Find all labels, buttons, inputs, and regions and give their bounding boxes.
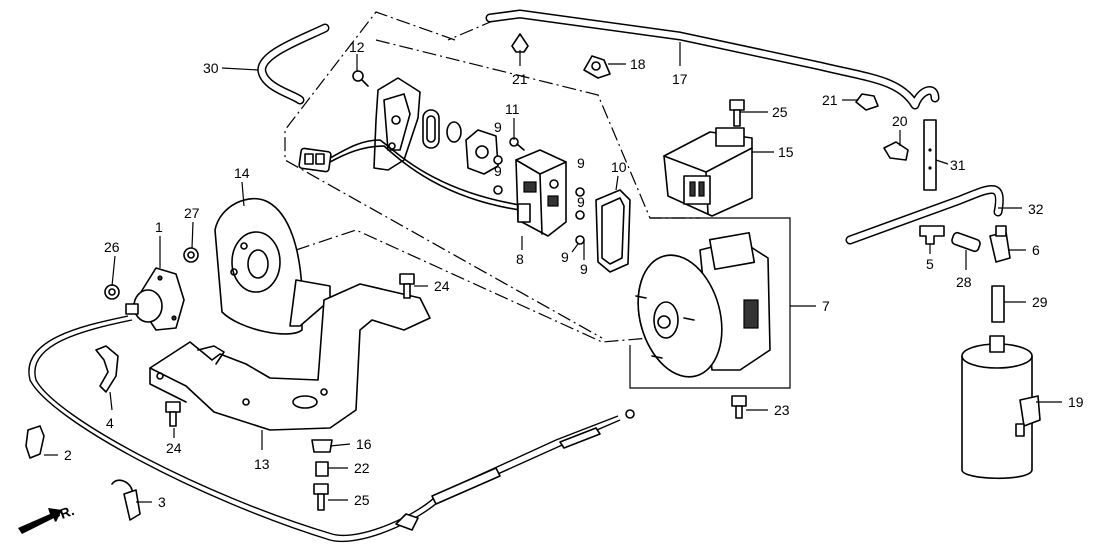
callout-7: 7 [822, 298, 830, 314]
callout-7-bracket [629, 217, 791, 389]
group-outline-upper [284, 11, 603, 339]
callout-32: 32 [1028, 201, 1044, 217]
callout-21-top: 21 [512, 71, 528, 87]
callout-9-e: 9 [561, 249, 569, 265]
callout-25-upper: 25 [772, 104, 788, 120]
callout-1: 1 [155, 219, 163, 235]
group-outline-lower [295, 229, 651, 343]
canister-19 [961, 335, 1041, 480]
screw-11 [509, 137, 525, 151]
wire-harness [329, 139, 521, 211]
callout-20: 20 [892, 113, 908, 129]
callout-9-a: 9 [494, 119, 502, 135]
clip-21-top [511, 33, 529, 53]
callout-13: 13 [254, 456, 270, 472]
callout-labels: 30 12 21 18 17 25 21 11 9 9 9 9 9 9 10 1… [64, 39, 1084, 510]
callout-6: 6 [1032, 242, 1040, 258]
front-direction-arrow: FR. [18, 502, 76, 534]
clip-4 [95, 345, 119, 393]
bolt-24-upper [399, 273, 415, 299]
hose-29 [991, 285, 1005, 323]
bolt-25-upper [729, 99, 745, 127]
callout-9-d: 9 [577, 194, 585, 210]
callout-24-lower: 24 [166, 440, 182, 456]
callout-27: 27 [184, 205, 200, 221]
callout-17: 17 [672, 71, 688, 87]
callout-31: 31 [950, 157, 966, 173]
callout-18: 18 [630, 56, 646, 72]
callout-28: 28 [956, 274, 972, 290]
callout-16: 16 [356, 436, 372, 452]
nut-27 [183, 247, 199, 263]
callout-14: 14 [234, 165, 250, 181]
bracket-13 [149, 283, 431, 431]
callout-12: 12 [349, 39, 365, 55]
callout-23: 23 [774, 402, 790, 418]
callout-5: 5 [926, 256, 934, 272]
plate-14 [214, 197, 331, 335]
hose-28 [951, 231, 981, 253]
solenoid-valve-8 [515, 149, 567, 237]
gasket-10 [595, 189, 631, 273]
callout-9-f: 9 [580, 261, 588, 277]
gasket-oval [422, 109, 440, 149]
callout-19: 19 [1068, 394, 1084, 410]
leader-lines [44, 42, 1062, 503]
clip-21-right [855, 93, 879, 111]
vacuum-line-17 [485, 9, 940, 110]
clip-20 [883, 141, 909, 161]
callout-30: 30 [203, 60, 219, 76]
clamp-3 [111, 479, 141, 521]
callout-15: 15 [778, 144, 794, 160]
screw-12 [352, 70, 369, 87]
hose-32 [845, 185, 1004, 245]
callout-8: 8 [516, 251, 524, 267]
o-ring [446, 121, 462, 143]
callout-9-c: 9 [577, 155, 585, 171]
diaphragm-seal [465, 129, 499, 175]
diaphragm-1 [125, 267, 185, 331]
callout-26: 26 [104, 239, 120, 255]
callout-11: 11 [505, 101, 520, 117]
callout-29: 29 [1032, 294, 1048, 310]
callout-10: 10 [611, 159, 627, 175]
callout-21-right: 21 [822, 92, 838, 108]
callout-4: 4 [106, 415, 114, 431]
connector [298, 147, 332, 173]
actuator-booster-7 [635, 231, 771, 378]
cover-15 [663, 127, 753, 217]
callout-25-lower: 25 [354, 492, 370, 508]
clip-18 [583, 55, 611, 79]
callout-9-b: 9 [494, 163, 502, 179]
callout-24-upper: 24 [434, 278, 450, 294]
bolt-24-lower [165, 401, 181, 427]
callout-2: 2 [64, 447, 72, 463]
spacer-22 [315, 461, 329, 477]
group-outline-top-right [447, 19, 496, 41]
front-direction-label: FR. [50, 502, 77, 525]
bolt-25-lower [313, 483, 329, 511]
grommet-16 [311, 439, 333, 453]
bolt-23 [731, 395, 747, 419]
hose-30 [257, 23, 330, 105]
bushing-9-stack [493, 155, 585, 245]
hose-31 [923, 119, 937, 191]
tee-5 [919, 225, 945, 245]
nut-26 [104, 284, 120, 300]
callout-22: 22 [354, 460, 370, 476]
callout-3: 3 [158, 494, 166, 510]
check-valve-6 [989, 225, 1011, 263]
clip-2 [25, 425, 45, 459]
control-cable [28, 315, 635, 542]
